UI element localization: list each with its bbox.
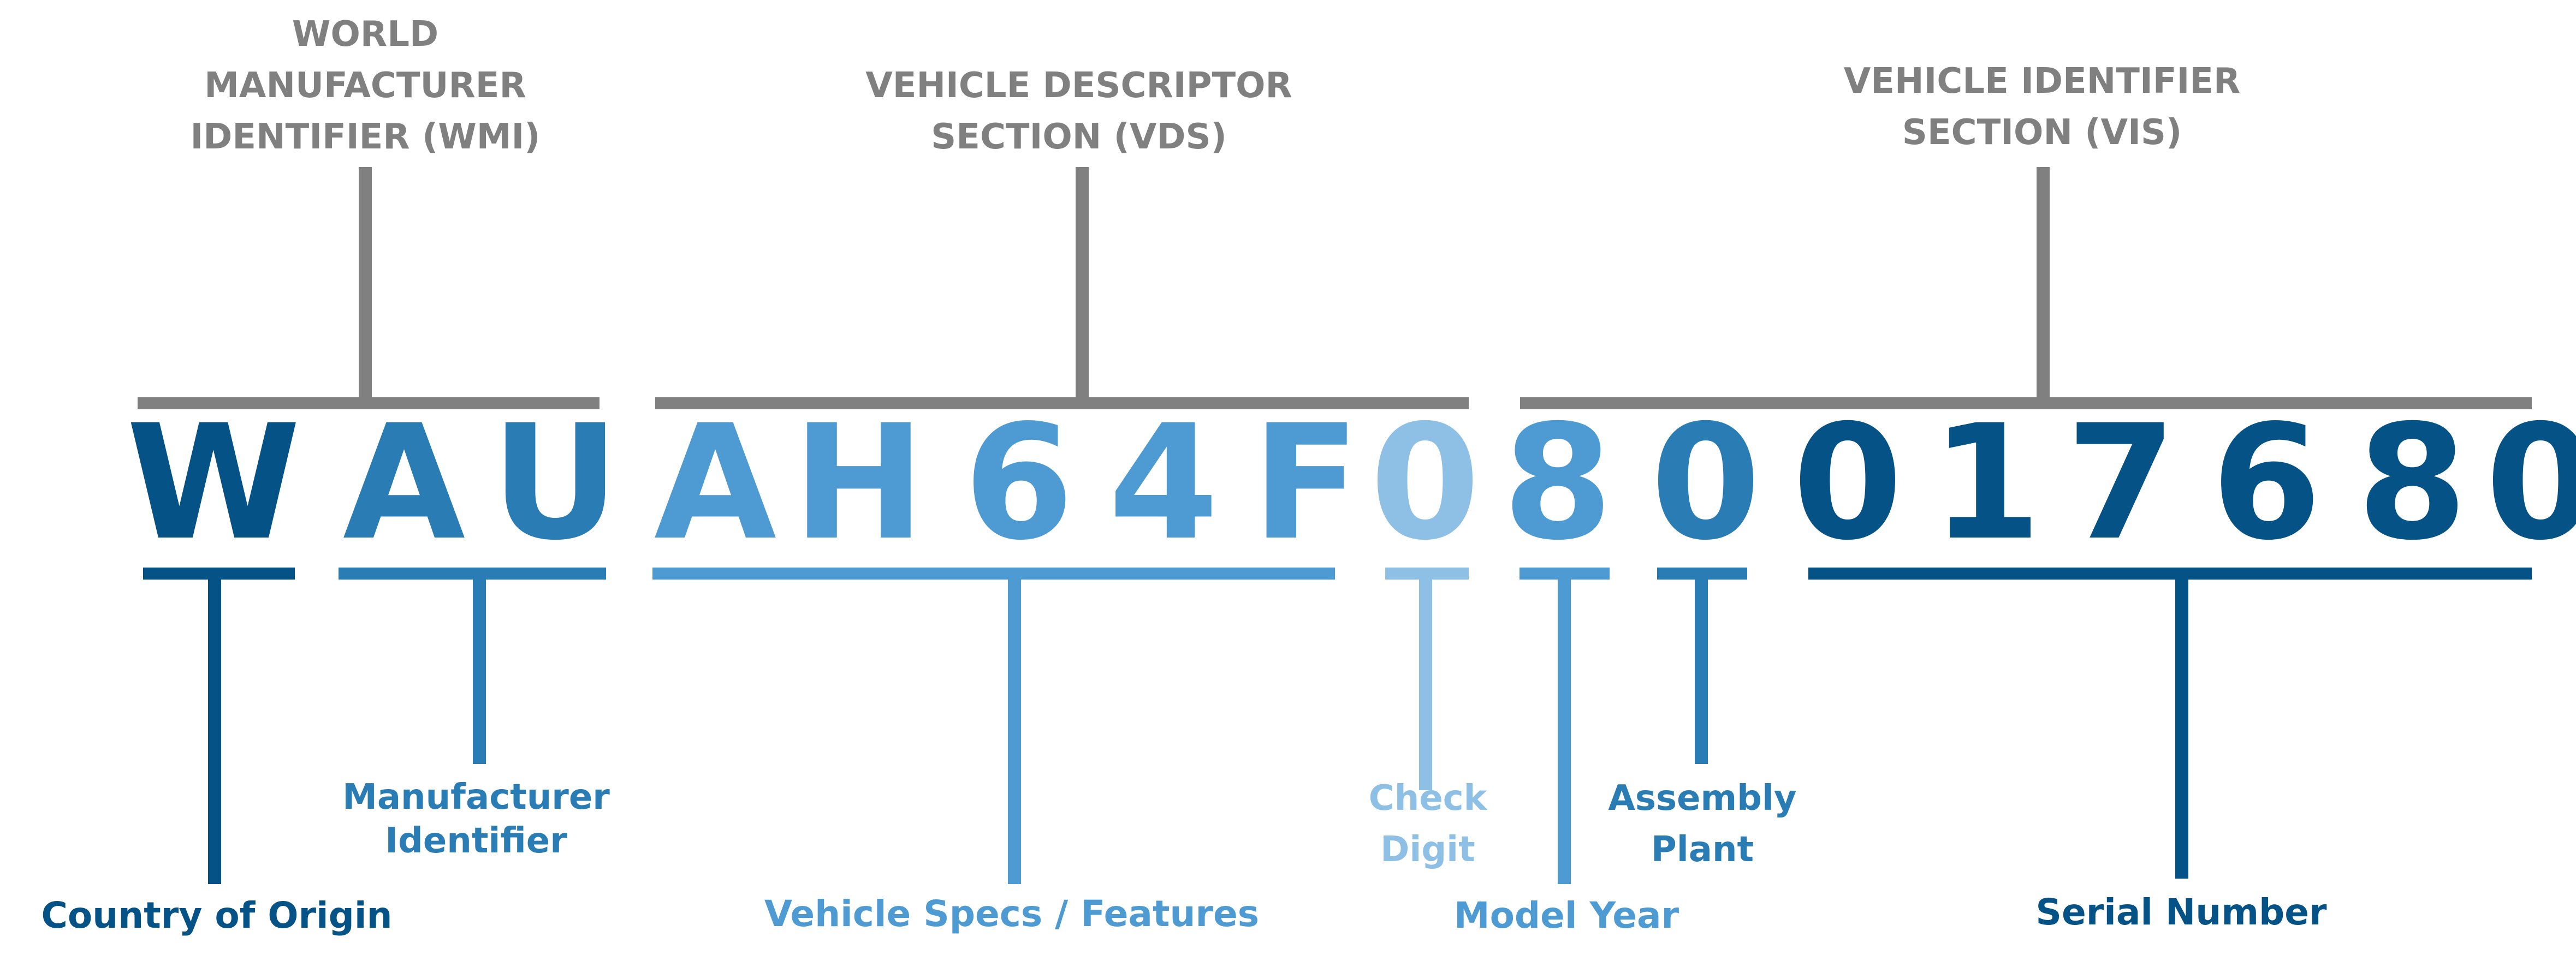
vin-char-11: 0: [1651, 391, 1761, 575]
vin-char-10: 8: [1503, 391, 1613, 575]
component-plant-label-line: Plant: [1651, 829, 1754, 870]
vin-char-3: U: [491, 391, 619, 575]
component-manufacturer-label-line: Identifier: [385, 821, 567, 861]
component-plant-stem: [1695, 576, 1708, 764]
section-vds: VEHICLE DESCRIPTOR SECTION (VDS): [655, 65, 1469, 409]
component-serial-label-line: Serial Number: [2035, 891, 2327, 933]
vin-char-15: 6: [2211, 391, 2322, 575]
component-country-label-line: Country of Origin: [41, 894, 392, 936]
section-wmi: WORLD MANUFACTURER IDENTIFIER (WMI): [138, 14, 600, 409]
section-vds-stem: [1076, 167, 1089, 403]
section-vis: VEHICLE IDENTIFIER SECTION (VIS): [1520, 61, 2532, 409]
section-vis-stem: [2037, 167, 2050, 403]
vin-char-4: A: [654, 391, 778, 575]
vin-char-8: F: [1252, 391, 1360, 575]
vin-char-6: 6: [964, 391, 1074, 575]
component-plant-bar: [1657, 568, 1747, 580]
vin-char-14: 7: [2066, 391, 2176, 575]
component-model_year-bar: [1520, 568, 1610, 580]
vin-char-1: W: [126, 391, 301, 575]
component-brackets: Country of Origin ManufacturerIdentifierV…: [41, 568, 2532, 936]
vin-char-17: 0: [2485, 391, 2576, 575]
section-vis-label-line: SECTION (VIS): [1902, 112, 2182, 153]
component-serial-stem: [2175, 576, 2188, 879]
section-brackets: WORLD MANUFACTURER IDENTIFIER (WMI) VEHICLE…: [138, 14, 2532, 409]
component-model_year-label-line: Model Year: [1454, 894, 1679, 936]
section-vds-label-line: SECTION (VDS): [931, 117, 1227, 157]
component-check-label-line: Digit: [1380, 829, 1475, 870]
component-country: Country of Origin: [41, 568, 393, 936]
component-specs-label-line: Vehicle Specs / Features: [764, 893, 1259, 935]
component-model_year-stem: [1558, 576, 1571, 884]
section-vds-bar: [655, 397, 1469, 409]
section-vis-label-line: VEHICLE IDENTIFIER: [1844, 61, 2241, 102]
component-serial-bar: [1808, 568, 2532, 580]
component-model_year: Model Year: [1454, 568, 1679, 936]
component-country-stem: [208, 576, 221, 884]
section-wmi-stem: [359, 167, 372, 403]
component-serial: Serial Number: [1808, 568, 2532, 933]
component-check-stem: [1419, 576, 1432, 790]
component-manufacturer-bar: [339, 568, 606, 580]
vin-char-7: 4: [1108, 391, 1219, 575]
vin-char-9: 0: [1370, 391, 1480, 575]
section-vds-label-line: VEHICLE DESCRIPTOR: [865, 65, 1292, 106]
vin-char-12: 0: [1792, 391, 1903, 575]
vin-char-5: H: [793, 391, 925, 575]
component-specs: Vehicle Specs / Features: [652, 568, 1335, 935]
vin-char-13: 1: [1931, 391, 2041, 575]
component-country-bar: [143, 568, 295, 580]
component-check-label-line: Check: [1369, 778, 1488, 819]
section-wmi-label-line: IDENTIFIER (WMI): [190, 117, 540, 157]
component-manufacturer-stem: [473, 576, 486, 764]
section-wmi-label-line: WORLD: [292, 14, 438, 55]
section-vis-bar: [1520, 397, 2532, 409]
vin-char-2: A: [343, 391, 467, 575]
component-check-bar: [1385, 568, 1469, 580]
component-specs-bar: [652, 568, 1335, 580]
section-wmi-label-line: MANUFACTURER: [204, 65, 526, 106]
vin-char-16: 8: [2357, 391, 2467, 575]
section-wmi-bar: [138, 397, 600, 409]
component-manufacturer-label-line: Manufacturer: [342, 777, 610, 817]
component-specs-stem: [1008, 576, 1021, 884]
component-plant-label-line: Assembly: [1608, 778, 1796, 819]
